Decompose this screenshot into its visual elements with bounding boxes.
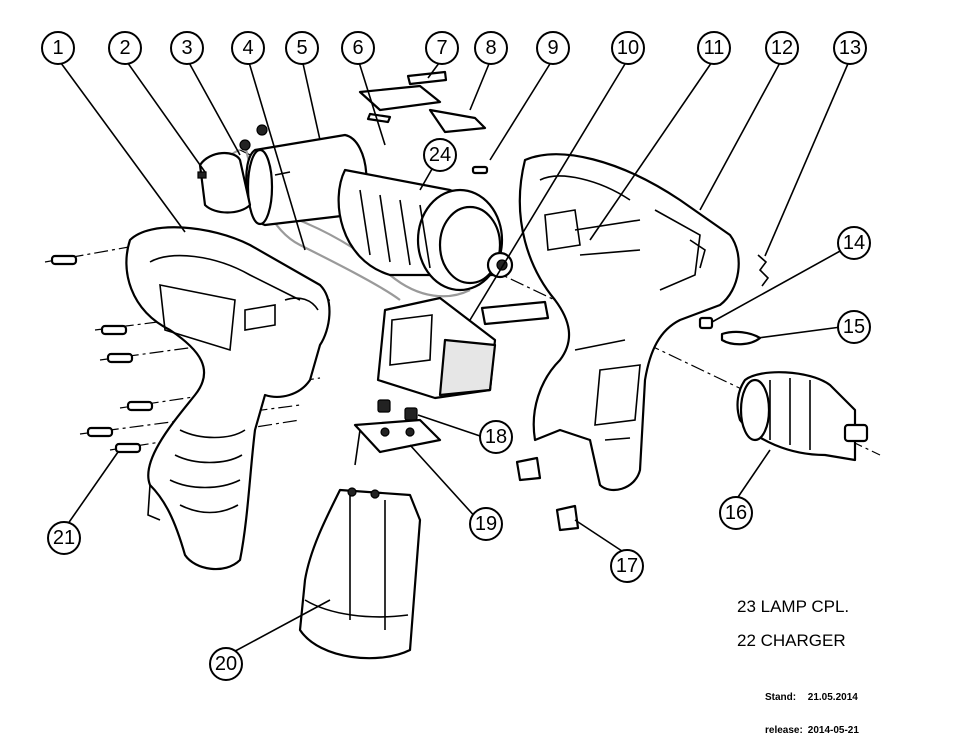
callout-3: 3	[170, 31, 204, 65]
switch-plates	[358, 70, 487, 134]
release-row: release: 2014-05-21	[765, 725, 859, 736]
screw-5	[114, 442, 142, 454]
motor-bracket	[198, 152, 252, 214]
clip-part	[720, 330, 762, 346]
callout-7: 7	[425, 31, 459, 65]
callout-24: 24	[423, 138, 457, 172]
callout-5-label: 5	[296, 37, 307, 59]
legend-charger: 22 CHARGER	[737, 631, 846, 650]
spring-clip	[757, 254, 770, 287]
callout-9: 9	[536, 31, 570, 65]
screw-axis-5	[109, 419, 301, 451]
callout-12-label: 12	[771, 37, 793, 59]
callout-11-label: 11	[704, 37, 725, 59]
callout-19: 19	[469, 507, 503, 541]
callout-14: 14	[837, 226, 871, 260]
callout-21-label: 21	[53, 527, 75, 549]
stand-row: Stand: 21.05.2014	[765, 692, 859, 703]
callout-16: 16	[719, 496, 753, 530]
callout-20: 20	[209, 647, 243, 681]
callout-10: 10	[611, 31, 645, 65]
callout-8: 8	[474, 31, 508, 65]
battery-contacts	[353, 399, 442, 466]
screw-axis-top	[44, 244, 141, 263]
callout-15-label: 15	[843, 316, 865, 338]
callout-13: 13	[833, 31, 867, 65]
screw-3	[126, 400, 154, 412]
gearbox	[337, 168, 514, 292]
callout-17: 17	[610, 549, 644, 583]
u-clip-lower	[555, 504, 580, 532]
release-value: 2014-05-21	[807, 725, 859, 736]
u-clip-upper	[515, 456, 542, 482]
callout-2-label: 2	[119, 37, 130, 59]
motor	[239, 124, 368, 227]
callout-12: 12	[765, 31, 799, 65]
screw-4	[86, 426, 114, 438]
callout-5: 5	[285, 31, 319, 65]
screw-1	[100, 324, 128, 336]
callout-19-label: 19	[475, 513, 497, 535]
housing-left-half	[125, 226, 331, 571]
stand-value: 21.05.2014	[807, 692, 858, 703]
battery-pack	[298, 487, 422, 660]
spring-part	[698, 316, 714, 330]
callout-24-label: 24	[429, 144, 451, 166]
callout-11: 11	[697, 31, 731, 65]
callout-18: 18	[479, 420, 513, 454]
switch-module	[376, 296, 550, 400]
callout-3-label: 3	[181, 37, 192, 59]
keyless-chuck	[736, 371, 869, 462]
callout-1-label: 1	[52, 37, 63, 59]
callout-21: 21	[47, 521, 81, 555]
callout-16-label: 16	[725, 502, 747, 524]
revision-stamp: Stand: 21.05.2014 release: 2014-05-21	[765, 670, 859, 747]
release-label: release:	[765, 725, 803, 736]
callout-4-label: 4	[242, 37, 253, 59]
callout-2: 2	[108, 31, 142, 65]
leader-lines	[57, 58, 851, 657]
callout-1: 1	[41, 31, 75, 65]
callout-4: 4	[231, 31, 265, 65]
callout-7-label: 7	[436, 37, 447, 59]
parts-legend: 23 LAMP CPL. 22 CHARGER	[737, 597, 849, 651]
callout-20-label: 20	[215, 653, 237, 675]
callout-10-label: 10	[617, 37, 639, 59]
bracket-pin	[197, 171, 207, 179]
callout-13-label: 13	[839, 37, 861, 59]
callout-9-label: 9	[547, 37, 558, 59]
callout-17-label: 17	[616, 555, 638, 577]
screw-set	[50, 254, 154, 454]
legend-lamp: 23 LAMP CPL.	[737, 597, 850, 616]
stand-label: Stand:	[765, 692, 797, 703]
housing-right-half	[518, 153, 740, 492]
callout-14-label: 14	[843, 232, 865, 254]
callout-8-label: 8	[485, 37, 496, 59]
callout-18-label: 18	[485, 426, 507, 448]
pin-small	[471, 165, 489, 175]
callout-6-label: 6	[352, 37, 363, 59]
screw-2	[106, 352, 134, 364]
callout-6: 6	[341, 31, 375, 65]
screw-top	[50, 254, 78, 266]
callout-15: 15	[837, 310, 871, 344]
